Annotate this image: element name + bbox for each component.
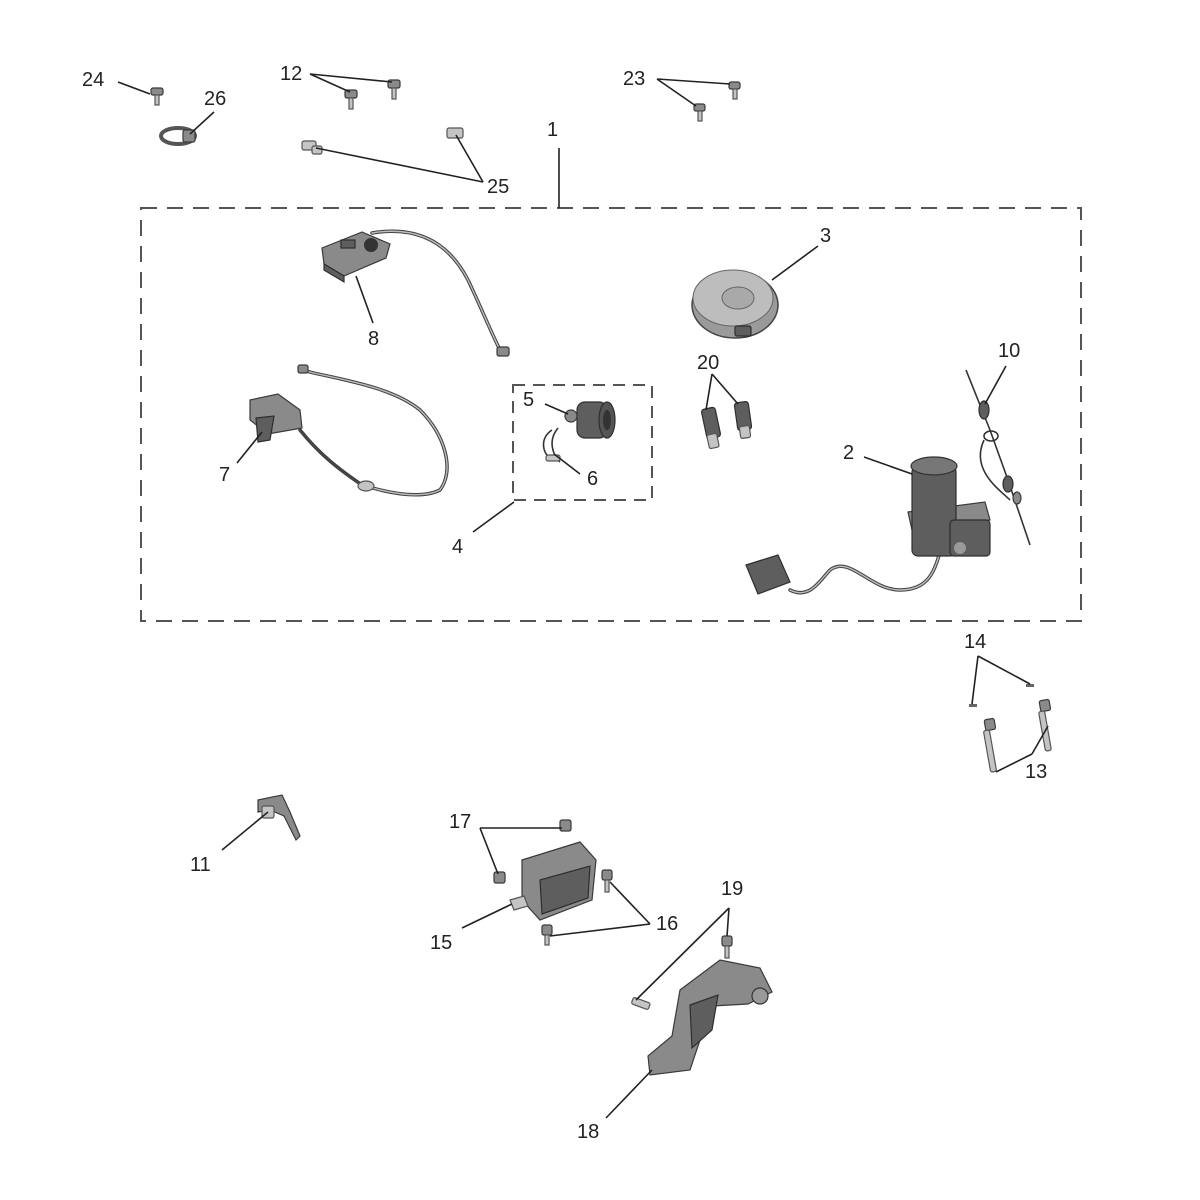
callout-6: 6 (587, 468, 598, 490)
part-8-switch-assembly (321, 229, 510, 357)
part-19-screws (631, 935, 733, 1010)
part-2-ignition-switch (745, 456, 991, 595)
callout-12: 12 (280, 63, 302, 85)
callout-4: 4 (452, 536, 463, 558)
callout-25: 25 (487, 176, 509, 198)
part-17-nuts (493, 819, 572, 884)
callout-24: 24 (82, 69, 104, 91)
part-16-screws (541, 869, 613, 946)
kit-4-boundary (512, 384, 653, 501)
callout-1: 1 (547, 119, 558, 141)
part-20-pins (700, 400, 753, 450)
part-24-screw (150, 87, 164, 106)
kit-1-boundary (140, 207, 1082, 622)
part-26-clip (159, 126, 197, 146)
callout-labels: 24 26 12 23 1 25 3 8 10 20 5 2 7 6 4 14 … (82, 63, 1047, 1143)
part-3-cap (691, 269, 779, 339)
part-5-lock-barrel (564, 401, 616, 439)
part-12-screws (344, 79, 401, 110)
callout-8: 8 (368, 328, 379, 350)
part-14-washers (969, 684, 1034, 707)
leader-lines (117, 73, 1049, 1119)
part-10-wiring-loom (965, 369, 1031, 546)
callout-2: 2 (843, 442, 854, 464)
callout-11: 11 (190, 854, 211, 876)
part-25-clips (301, 127, 464, 155)
callout-18: 18 (577, 1121, 599, 1143)
callout-7: 7 (219, 464, 230, 486)
part-7-switch-cable (249, 364, 449, 497)
callout-16: 16 (656, 913, 678, 935)
callout-13: 13 (1025, 761, 1047, 783)
callout-10: 10 (998, 340, 1020, 362)
callout-15: 15 (430, 932, 452, 954)
part-11-bracket-clip (257, 794, 301, 842)
callout-20: 20 (697, 352, 719, 374)
part-15-switch-housing (509, 841, 597, 921)
callout-17: 17 (449, 811, 471, 833)
callout-14: 14 (964, 631, 986, 653)
callout-19: 19 (721, 878, 743, 900)
callout-3: 3 (820, 225, 831, 247)
callout-5: 5 (523, 389, 534, 411)
part-23-screws (693, 81, 741, 122)
part-18-mounting-bracket (647, 959, 773, 1076)
callout-23: 23 (623, 68, 645, 90)
callout-26: 26 (204, 88, 226, 110)
